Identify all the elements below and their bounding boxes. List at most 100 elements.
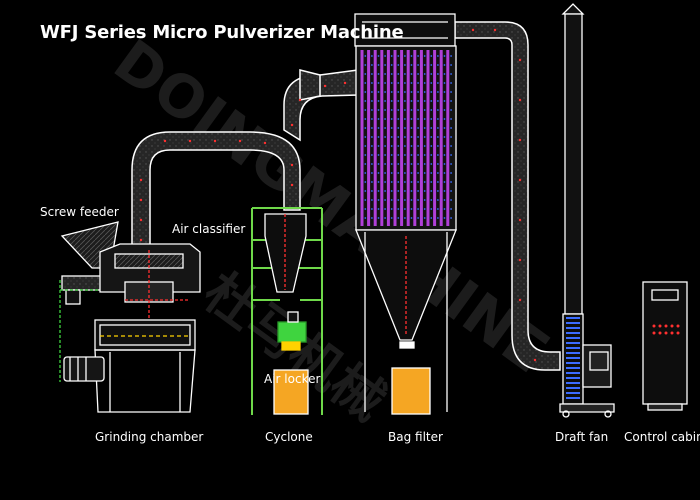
bag-dot [397,199,400,201]
bag-dot [397,208,400,210]
bag-dot [404,82,406,84]
bag-dot [430,118,433,120]
bag-dot [450,136,452,138]
bag-dot [384,127,386,129]
bag-dot [377,118,380,120]
bag-dot [377,181,380,183]
bag-dot [443,181,446,183]
bag-dot [397,154,400,156]
bag-dot [364,217,367,219]
label-bag-filter: Bag filter [388,430,443,444]
bag-dot [450,64,452,66]
bag-dot [390,208,393,210]
bag-dot [450,145,452,147]
bag-dot [397,217,400,219]
bag-dot [437,145,439,147]
bag-dot [410,199,413,201]
bag-dot [423,172,426,174]
bag-dot [377,190,380,192]
label-draft-fan: Draft fan [555,430,609,444]
bag-dot [371,100,373,102]
bag-filter-collection-bin [391,367,431,415]
bag-dot [397,172,400,174]
bag-dot [364,181,367,183]
bag-dot [417,109,419,111]
bag-dot [390,172,393,174]
bag-dot [410,145,413,147]
bag-dot [417,136,419,138]
bag-dot [397,127,400,129]
bag-dot [410,163,413,165]
label-screw-feeder: Screw feeder [40,205,119,219]
bag-filter-unit [354,13,457,415]
bag-dot [377,109,380,111]
bag-dot [450,208,452,210]
bag-dot [410,118,413,120]
bag-dot [423,217,426,219]
bag-dot [364,118,367,120]
bag-dot [364,172,367,174]
draft-fan-base [559,403,615,413]
bag-dot [371,82,373,84]
grinding-unit [59,221,201,413]
bag-dot [430,163,433,165]
bag-dot [364,199,367,201]
bag-dot [384,199,386,201]
bag-dot [397,109,400,111]
bag-dot [423,55,426,57]
bag-dot [430,91,433,93]
bag-dot [371,55,373,57]
bag-dot [423,163,426,165]
bag-dot [417,217,419,219]
bag-dot [423,208,426,210]
bag-dot [443,91,446,93]
bag-dot [364,208,367,210]
bag-dot [404,145,406,147]
bag-dot [450,163,452,165]
bag-dot [417,118,419,120]
bag-dot [397,82,400,84]
bag-dot [443,109,446,111]
bag-dot [430,199,433,201]
bag-dot [384,172,386,174]
bag-dot [410,172,413,174]
bag-dot [423,145,426,147]
bag-dot [430,82,433,84]
bag-dot [443,118,446,120]
bag-dot [390,199,393,201]
duct-grinder-to-cyclone [131,131,301,251]
bag-dot [384,181,386,183]
bag-dot [443,82,446,84]
bag-dot [371,64,373,66]
bag-dot [450,82,452,84]
bag-dot [443,163,446,165]
bag-dot [417,100,419,102]
bag-filter-hopper [355,229,457,341]
label-cyclone: Cyclone [265,430,313,444]
grinder-motor [63,356,105,382]
bag-dot [390,91,393,93]
bag-dot [390,154,393,156]
bag-dot [443,190,446,192]
bag-dot [410,154,413,156]
bag-dot [364,100,367,102]
bag-dot [417,172,419,174]
label-grinding-chamber: Grinding chamber [95,430,204,444]
bag-dot [377,163,380,165]
bag-dot [390,163,393,165]
bag-dot [384,217,386,219]
control-cabinet-buttons [652,324,680,335]
bag-dot [377,172,380,174]
bag-dot [423,181,426,183]
bag-dot [364,145,367,147]
bag-dot [417,199,419,201]
bag-dot [371,199,373,201]
bag-dot [390,73,393,75]
bag-dot [430,154,433,156]
bag-dot [417,154,419,156]
bag-dot [417,127,419,129]
bag-dot [437,82,439,84]
duct-nozzle [299,69,321,101]
bag-dot [390,109,393,111]
